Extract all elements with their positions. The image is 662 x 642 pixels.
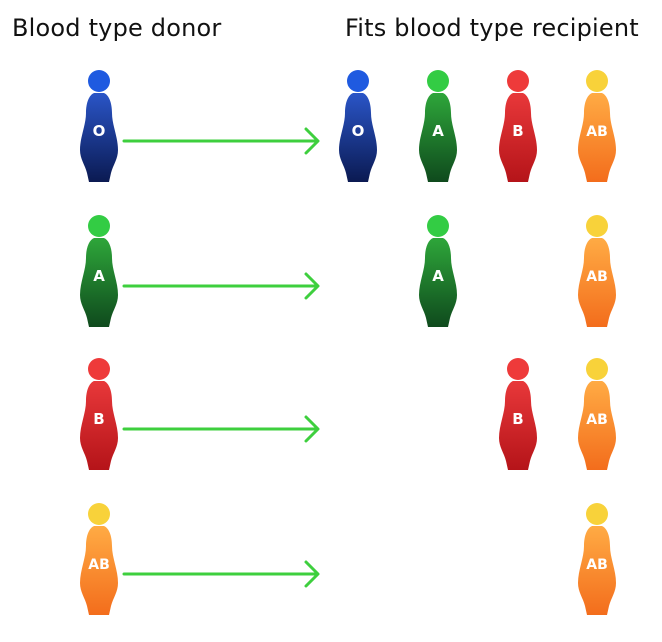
person-body — [80, 526, 118, 615]
person-head — [427, 70, 449, 92]
person-body — [578, 238, 616, 327]
person-head — [88, 358, 110, 380]
blood-type-label: AB — [586, 557, 608, 573]
blood-type-label: B — [93, 410, 104, 428]
person-body — [419, 238, 457, 327]
person-head — [88, 503, 110, 525]
compatibility-arrow — [122, 560, 320, 588]
recipient-figure-ab: AB — [578, 503, 616, 615]
blood-type-label: AB — [586, 412, 608, 428]
blood-type-label: A — [432, 122, 444, 140]
blood-type-label: AB — [586, 269, 608, 285]
donor-figure-ab: AB — [80, 503, 118, 615]
blood-type-label: A — [432, 267, 444, 285]
compatibility-arrow — [122, 272, 320, 300]
person-body — [80, 381, 118, 470]
recipient-figure-ab: AB — [578, 70, 616, 182]
blood-type-label: AB — [88, 557, 110, 573]
blood-type-label: B — [512, 410, 523, 428]
blood-type-label: A — [93, 267, 105, 285]
person-head — [586, 358, 608, 380]
person-body — [578, 381, 616, 470]
recipient-figure-a: A — [419, 70, 457, 182]
recipient-figure-o: O — [339, 70, 377, 182]
recipient-heading: Fits blood type recipient — [345, 14, 639, 42]
person-head — [507, 70, 529, 92]
donor-heading: Blood type donor — [12, 14, 222, 42]
recipient-figure-b: B — [499, 70, 537, 182]
compatibility-arrow — [122, 415, 320, 443]
person-head — [507, 358, 529, 380]
person-head — [88, 70, 110, 92]
donor-figure-b: B — [80, 358, 118, 470]
blood-type-label: AB — [586, 124, 608, 140]
person-head — [586, 215, 608, 237]
person-head — [586, 70, 608, 92]
donor-figure-a: A — [80, 215, 118, 327]
person-head — [427, 215, 449, 237]
person-body — [499, 93, 537, 182]
recipient-figure-ab: AB — [578, 215, 616, 327]
recipient-figure-a: A — [419, 215, 457, 327]
compatibility-arrow — [122, 127, 320, 155]
person-head — [347, 70, 369, 92]
person-body — [80, 93, 118, 182]
recipient-figure-b: B — [499, 358, 537, 470]
person-body — [80, 238, 118, 327]
person-head — [88, 215, 110, 237]
person-body — [578, 93, 616, 182]
blood-type-label: B — [512, 122, 523, 140]
blood-type-label: O — [93, 122, 106, 140]
person-body — [419, 93, 457, 182]
person-body — [578, 526, 616, 615]
donor-figure-o: O — [80, 70, 118, 182]
blood-type-label: O — [352, 122, 365, 140]
person-body — [499, 381, 537, 470]
recipient-figure-ab: AB — [578, 358, 616, 470]
person-head — [586, 503, 608, 525]
person-body — [339, 93, 377, 182]
